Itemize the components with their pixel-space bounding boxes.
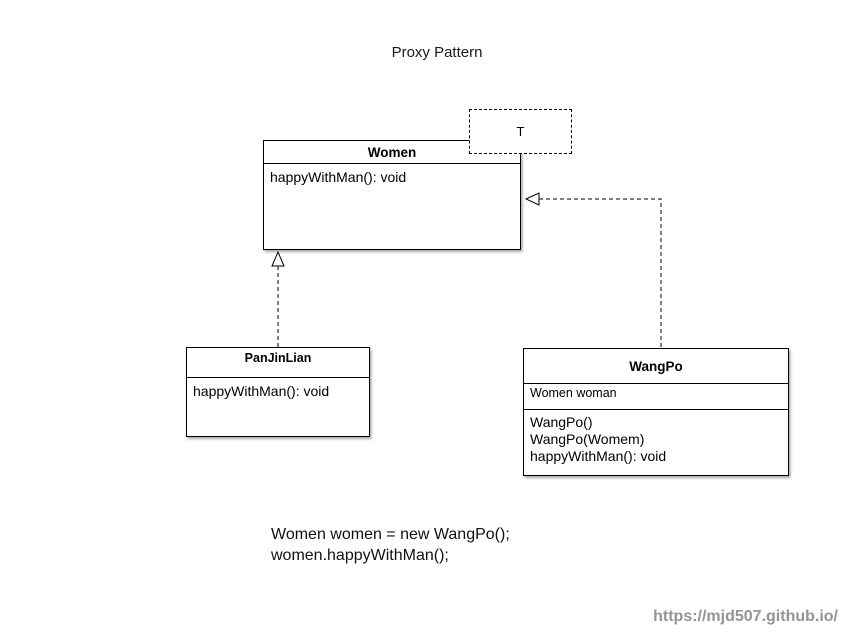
class-name-women: Women [264,141,520,164]
class-name-wangpo: WangPo [524,349,788,384]
type-parameter-label: T [516,124,525,139]
class-box-wangpo: WangPo Women woman WangPo() WangPo(Womem… [523,348,789,476]
code-line: women.happyWithMan(); [271,546,449,564]
field-entry: Women woman [530,386,617,400]
watermark-url: https://mjd507.github.io/ [653,608,838,625]
class-methods-wangpo: WangPo() WangPo(Womem) happyWithMan(): v… [524,410,788,469]
method-entry: happyWithMan(): void [530,448,667,464]
diagram-title: Proxy Pattern [391,44,483,61]
realization-line-wangpo-women [539,198,662,348]
method-entry: happyWithMan(): void [193,383,330,399]
code-line: Women women = new WangPo(); [271,526,510,543]
class-box-panjinlian: PanJinLian happyWithMan(): void [186,347,370,437]
class-methods-women: happyWithMan(): void [264,164,520,190]
code-snippet: Women women = new WangPo(); women.happyW… [271,525,510,566]
class-box-women: Women happyWithMan(): void [263,140,521,250]
method-entry: WangPo() [530,414,593,430]
method-entry: WangPo(Womem) [530,431,645,447]
class-methods-panjinlian: happyWithMan(): void [187,378,369,404]
class-name-panjinlian: PanJinLian [187,348,369,378]
hollow-triangle-arrowhead-left [524,192,540,206]
type-parameter-box: T [469,109,572,154]
hollow-triangle-arrowhead-up [271,250,285,267]
method-entry: happyWithMan(): void [270,169,407,185]
class-fields-wangpo: Women woman [524,384,788,410]
